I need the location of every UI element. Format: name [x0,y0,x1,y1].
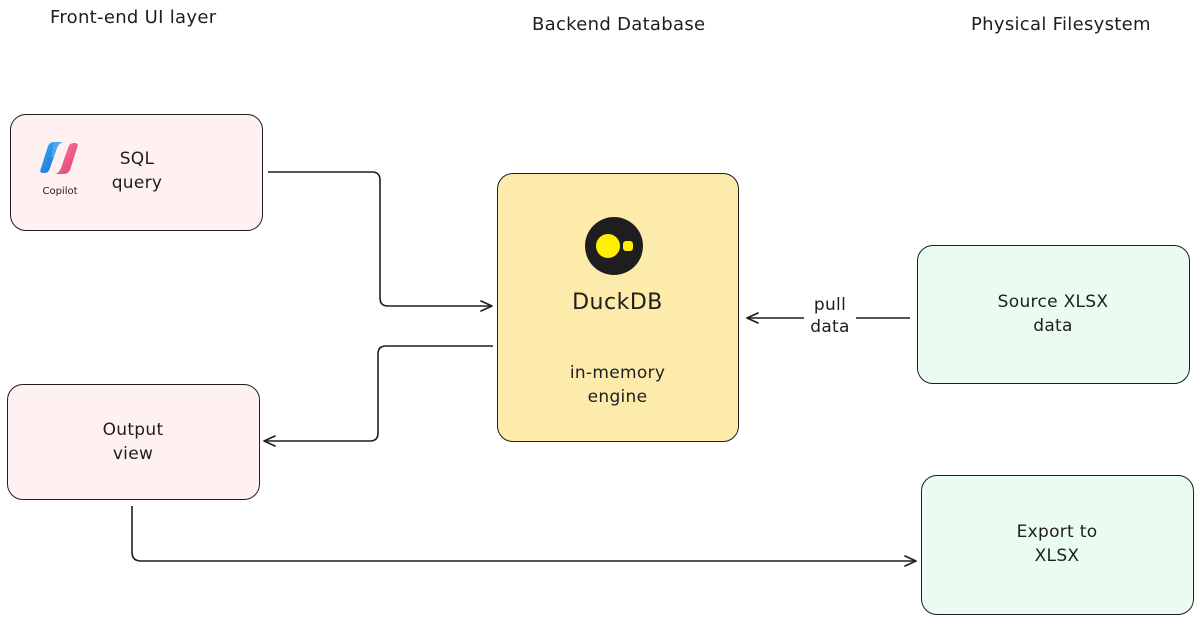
edge-label-pull-data-line2: data [810,317,850,337]
duckdb-logo-icon [585,217,643,275]
copilot-logo-caption: Copilot [42,186,78,197]
sql-query-label-line2: query [111,173,163,193]
output-view-node[interactable]: Output view [7,384,260,500]
lane-title-frontend: Front-end UI layer [50,7,217,28]
sql-query-label: SQL query [97,147,177,195]
edge-label-pull-data: pull data [804,294,856,338]
source-xlsx-node[interactable]: Source XLSX data [917,245,1190,384]
copilot-icon [40,142,78,174]
sql-query-node[interactable]: Copilot SQL query [10,114,263,231]
lane-title-filesystem: Physical Filesystem [971,14,1151,35]
output-view-label-line1: Output [102,420,164,440]
edge-sql-to-duckdb [268,171,493,312]
edge-output-to-export [131,506,917,567]
export-xlsx-label-line1: Export to [1016,522,1098,542]
export-xlsx-label: Export to XLSX [922,520,1192,568]
lane-title-backend: Backend Database [532,14,706,35]
export-xlsx-label-line2: XLSX [1034,546,1080,566]
source-xlsx-label-line1: Source XLSX [997,292,1109,312]
output-view-label-line2: view [112,444,154,464]
export-xlsx-node[interactable]: Export to XLSX [921,475,1194,615]
edge-duckdb-to-output [263,345,493,447]
duckdb-engine-label-line1: in-memory [569,363,666,383]
duckdb-title: DuckDB [572,290,663,315]
source-xlsx-label: Source XLSX data [918,290,1188,338]
output-view-label: Output view [8,418,258,466]
duckdb-node[interactable]: DuckDB in-memory engine [497,173,739,442]
edge-label-pull-data-line1: pull [813,295,847,315]
duckdb-engine-label-line2: engine [587,387,648,407]
duckdb-engine-label: in-memory engine [498,361,737,409]
sql-query-label-line1: SQL [119,149,155,169]
source-xlsx-label-line2: data [1033,316,1073,336]
